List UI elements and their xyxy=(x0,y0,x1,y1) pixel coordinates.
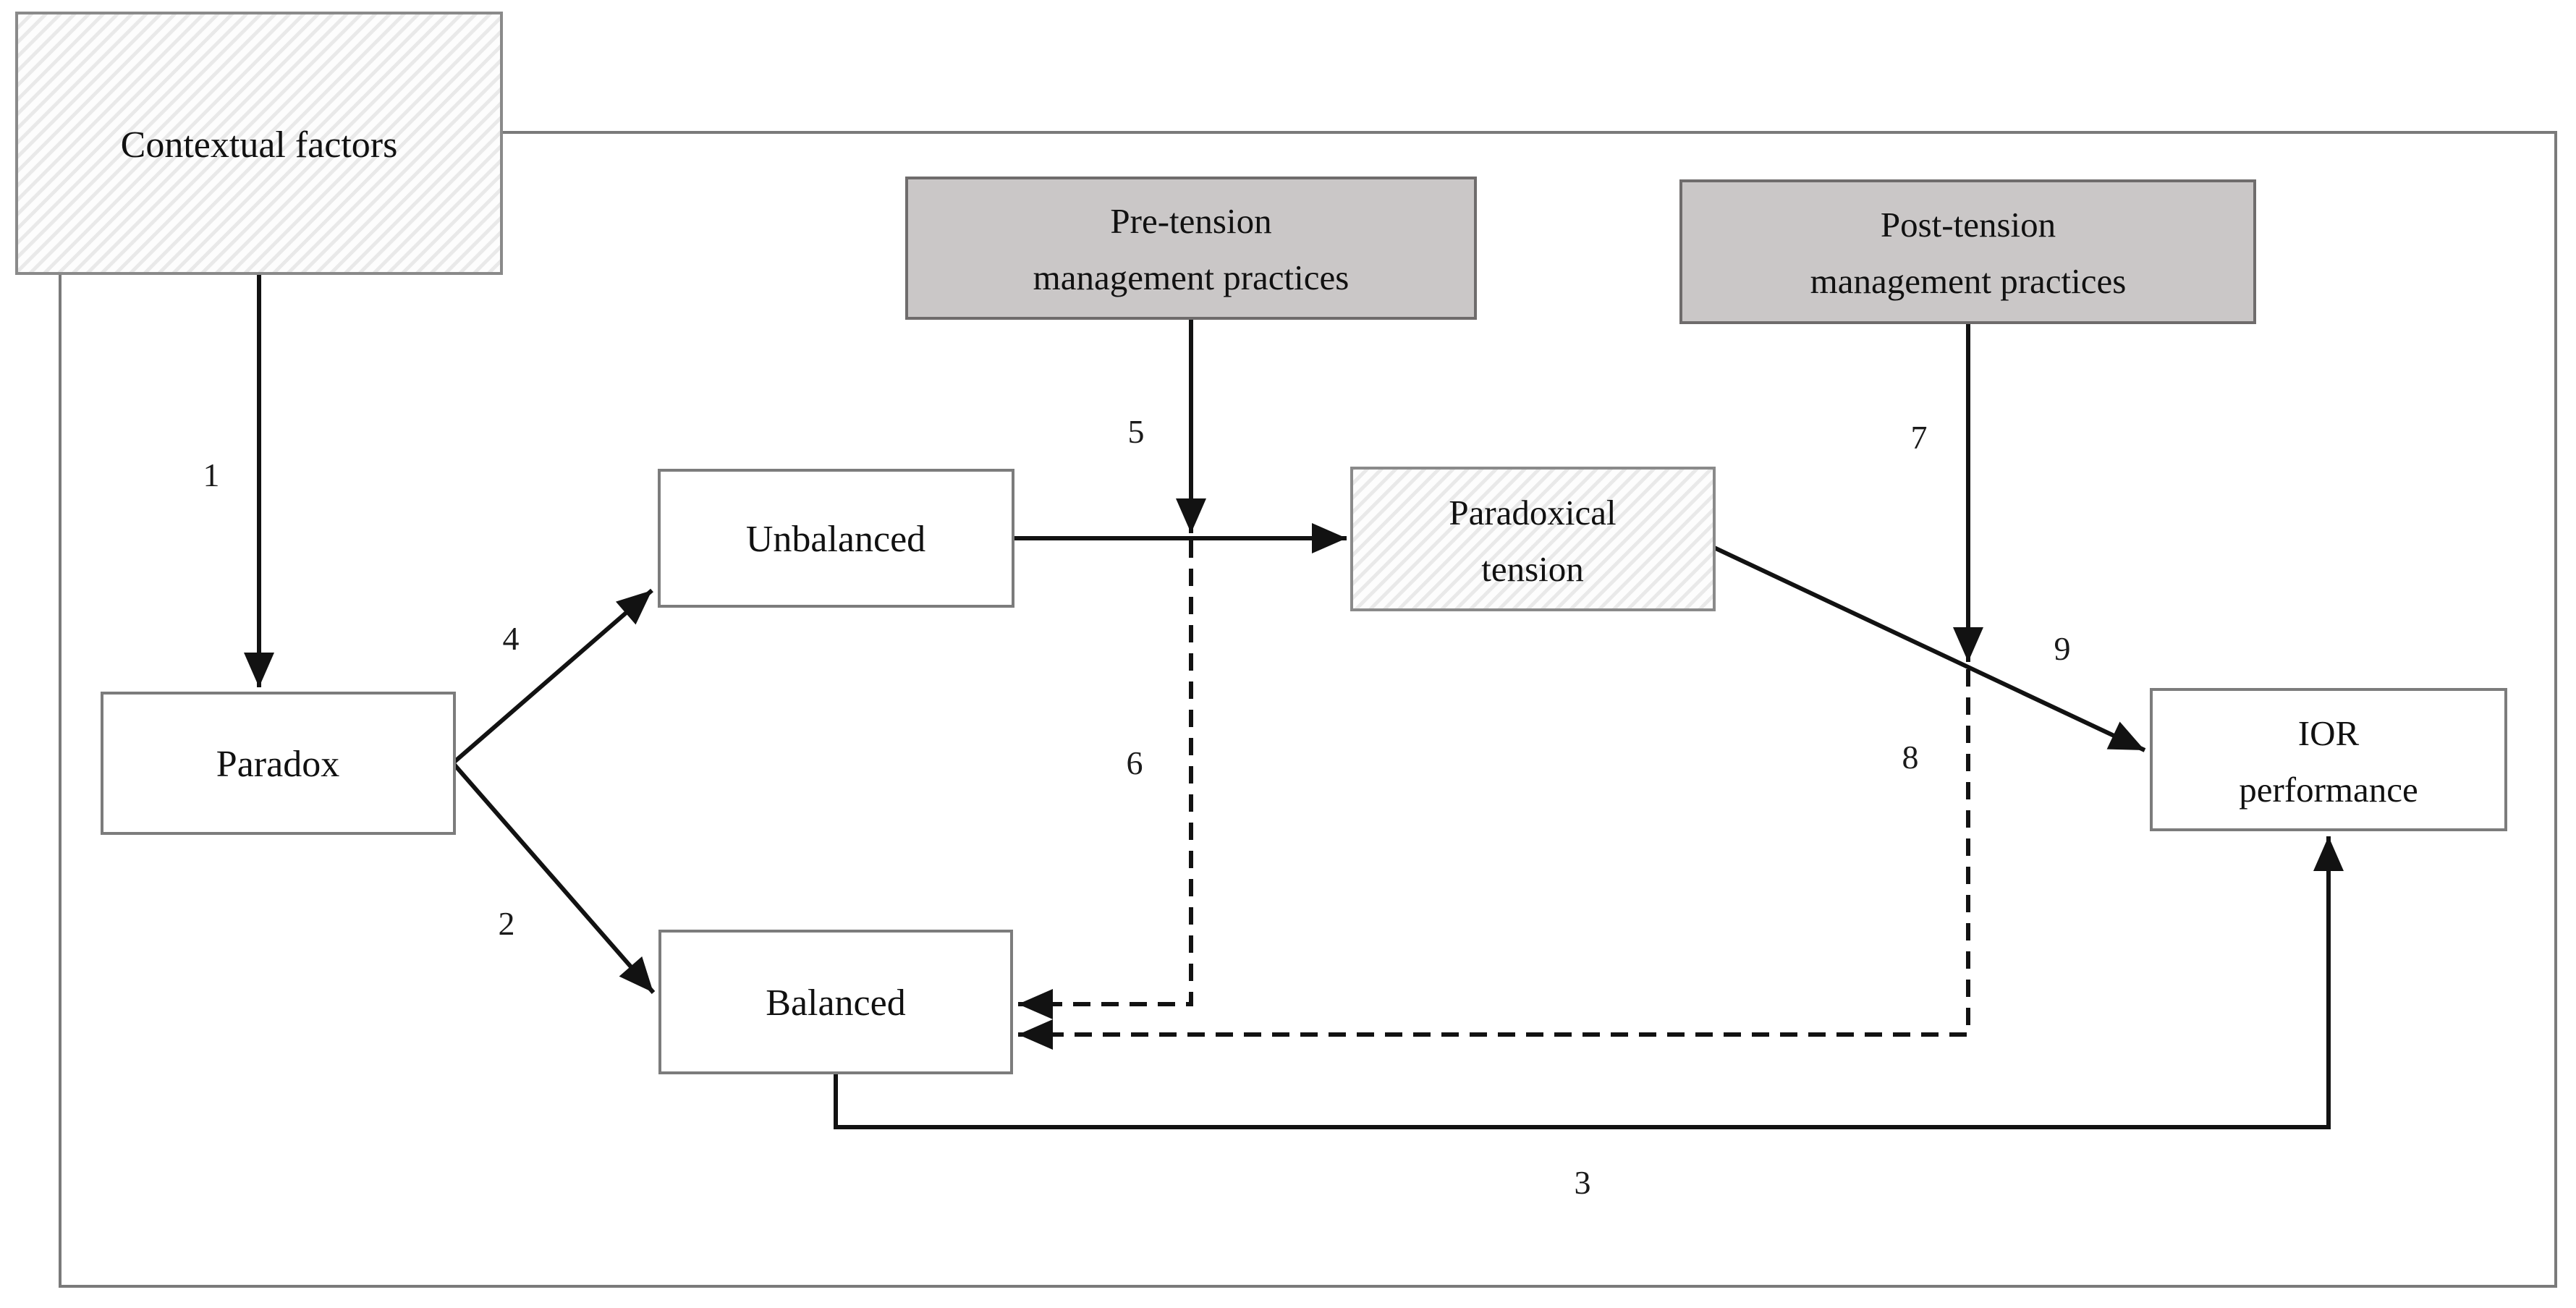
box-contextual-factors-label: Contextual factors xyxy=(121,124,398,166)
box-posttension-practices-rect xyxy=(1679,179,2256,324)
box-ior-performance-label-line1: IOR xyxy=(2298,713,2360,753)
box-ior-performance-label-line2: performance xyxy=(2239,770,2418,810)
box-pretension-practices-label-line2: management practices xyxy=(1033,258,1350,297)
box-balanced-label: Balanced xyxy=(766,982,905,1024)
box-paradoxical-tension: Paradoxical tension xyxy=(1350,467,1716,611)
diagram-frame xyxy=(59,131,2557,1288)
edge-4-arrow xyxy=(453,588,653,764)
edge-5-label: 5 xyxy=(1128,413,1145,450)
box-pretension-practices-rect xyxy=(905,177,1477,320)
edge-1-label: 1 xyxy=(203,456,220,493)
edge-4 xyxy=(453,588,653,764)
edge-9-arrow xyxy=(1713,545,2146,752)
edge-8 xyxy=(1018,669,1970,1050)
edge-8-dashed-arrow xyxy=(1018,669,1970,1050)
box-ior-performance: IOR performance xyxy=(2150,688,2507,831)
box-posttension-practices-label-line2: management practices xyxy=(1810,261,2127,301)
box-paradoxical-tension-label-line1: Paradoxical xyxy=(1449,493,1616,532)
edge-7-label: 7 xyxy=(1911,419,1928,456)
box-pretension-practices: Pre-tension management practices xyxy=(905,177,1477,320)
edge-6 xyxy=(1018,540,1193,1019)
box-balanced: Balanced xyxy=(658,930,1013,1074)
edge-4-label: 4 xyxy=(503,620,520,657)
edge-2-arrow xyxy=(452,763,656,994)
edge-3-label: 3 xyxy=(1575,1164,1591,1201)
box-posttension-practices-label-line1: Post-tension xyxy=(1881,205,2056,245)
box-ior-performance-rect xyxy=(2150,688,2507,831)
box-paradoxical-tension-label-line2: tension xyxy=(1481,549,1584,589)
box-pretension-practices-label-line1: Pre-tension xyxy=(1110,201,1271,241)
box-paradox-label: Paradox xyxy=(216,744,339,785)
box-contextual-factors-rect xyxy=(15,12,503,275)
box-paradox-rect xyxy=(101,692,456,835)
box-unbalanced-rect xyxy=(658,469,1014,608)
box-contextual-factors: Contextual factors xyxy=(15,12,503,275)
box-unbalanced-label: Unbalanced xyxy=(746,519,925,560)
box-balanced-rect xyxy=(658,930,1013,1074)
edge-8-label: 8 xyxy=(1902,739,1919,776)
box-paradox: Paradox xyxy=(101,692,456,835)
box-posttension-practices: Post-tension management practices xyxy=(1679,179,2256,324)
edge-9-label: 9 xyxy=(2054,630,2071,667)
edge-2-label: 2 xyxy=(499,905,515,942)
edge-3 xyxy=(834,836,2344,1129)
box-unbalanced: Unbalanced xyxy=(658,469,1014,608)
edge-6-label: 6 xyxy=(1127,744,1143,781)
edge-6-dashed-arrow xyxy=(1018,540,1193,1019)
edge-3-arrow xyxy=(834,836,2344,1129)
edge-2 xyxy=(452,763,656,994)
box-paradoxical-tension-rect xyxy=(1350,467,1716,611)
edge-9 xyxy=(1713,545,2146,752)
